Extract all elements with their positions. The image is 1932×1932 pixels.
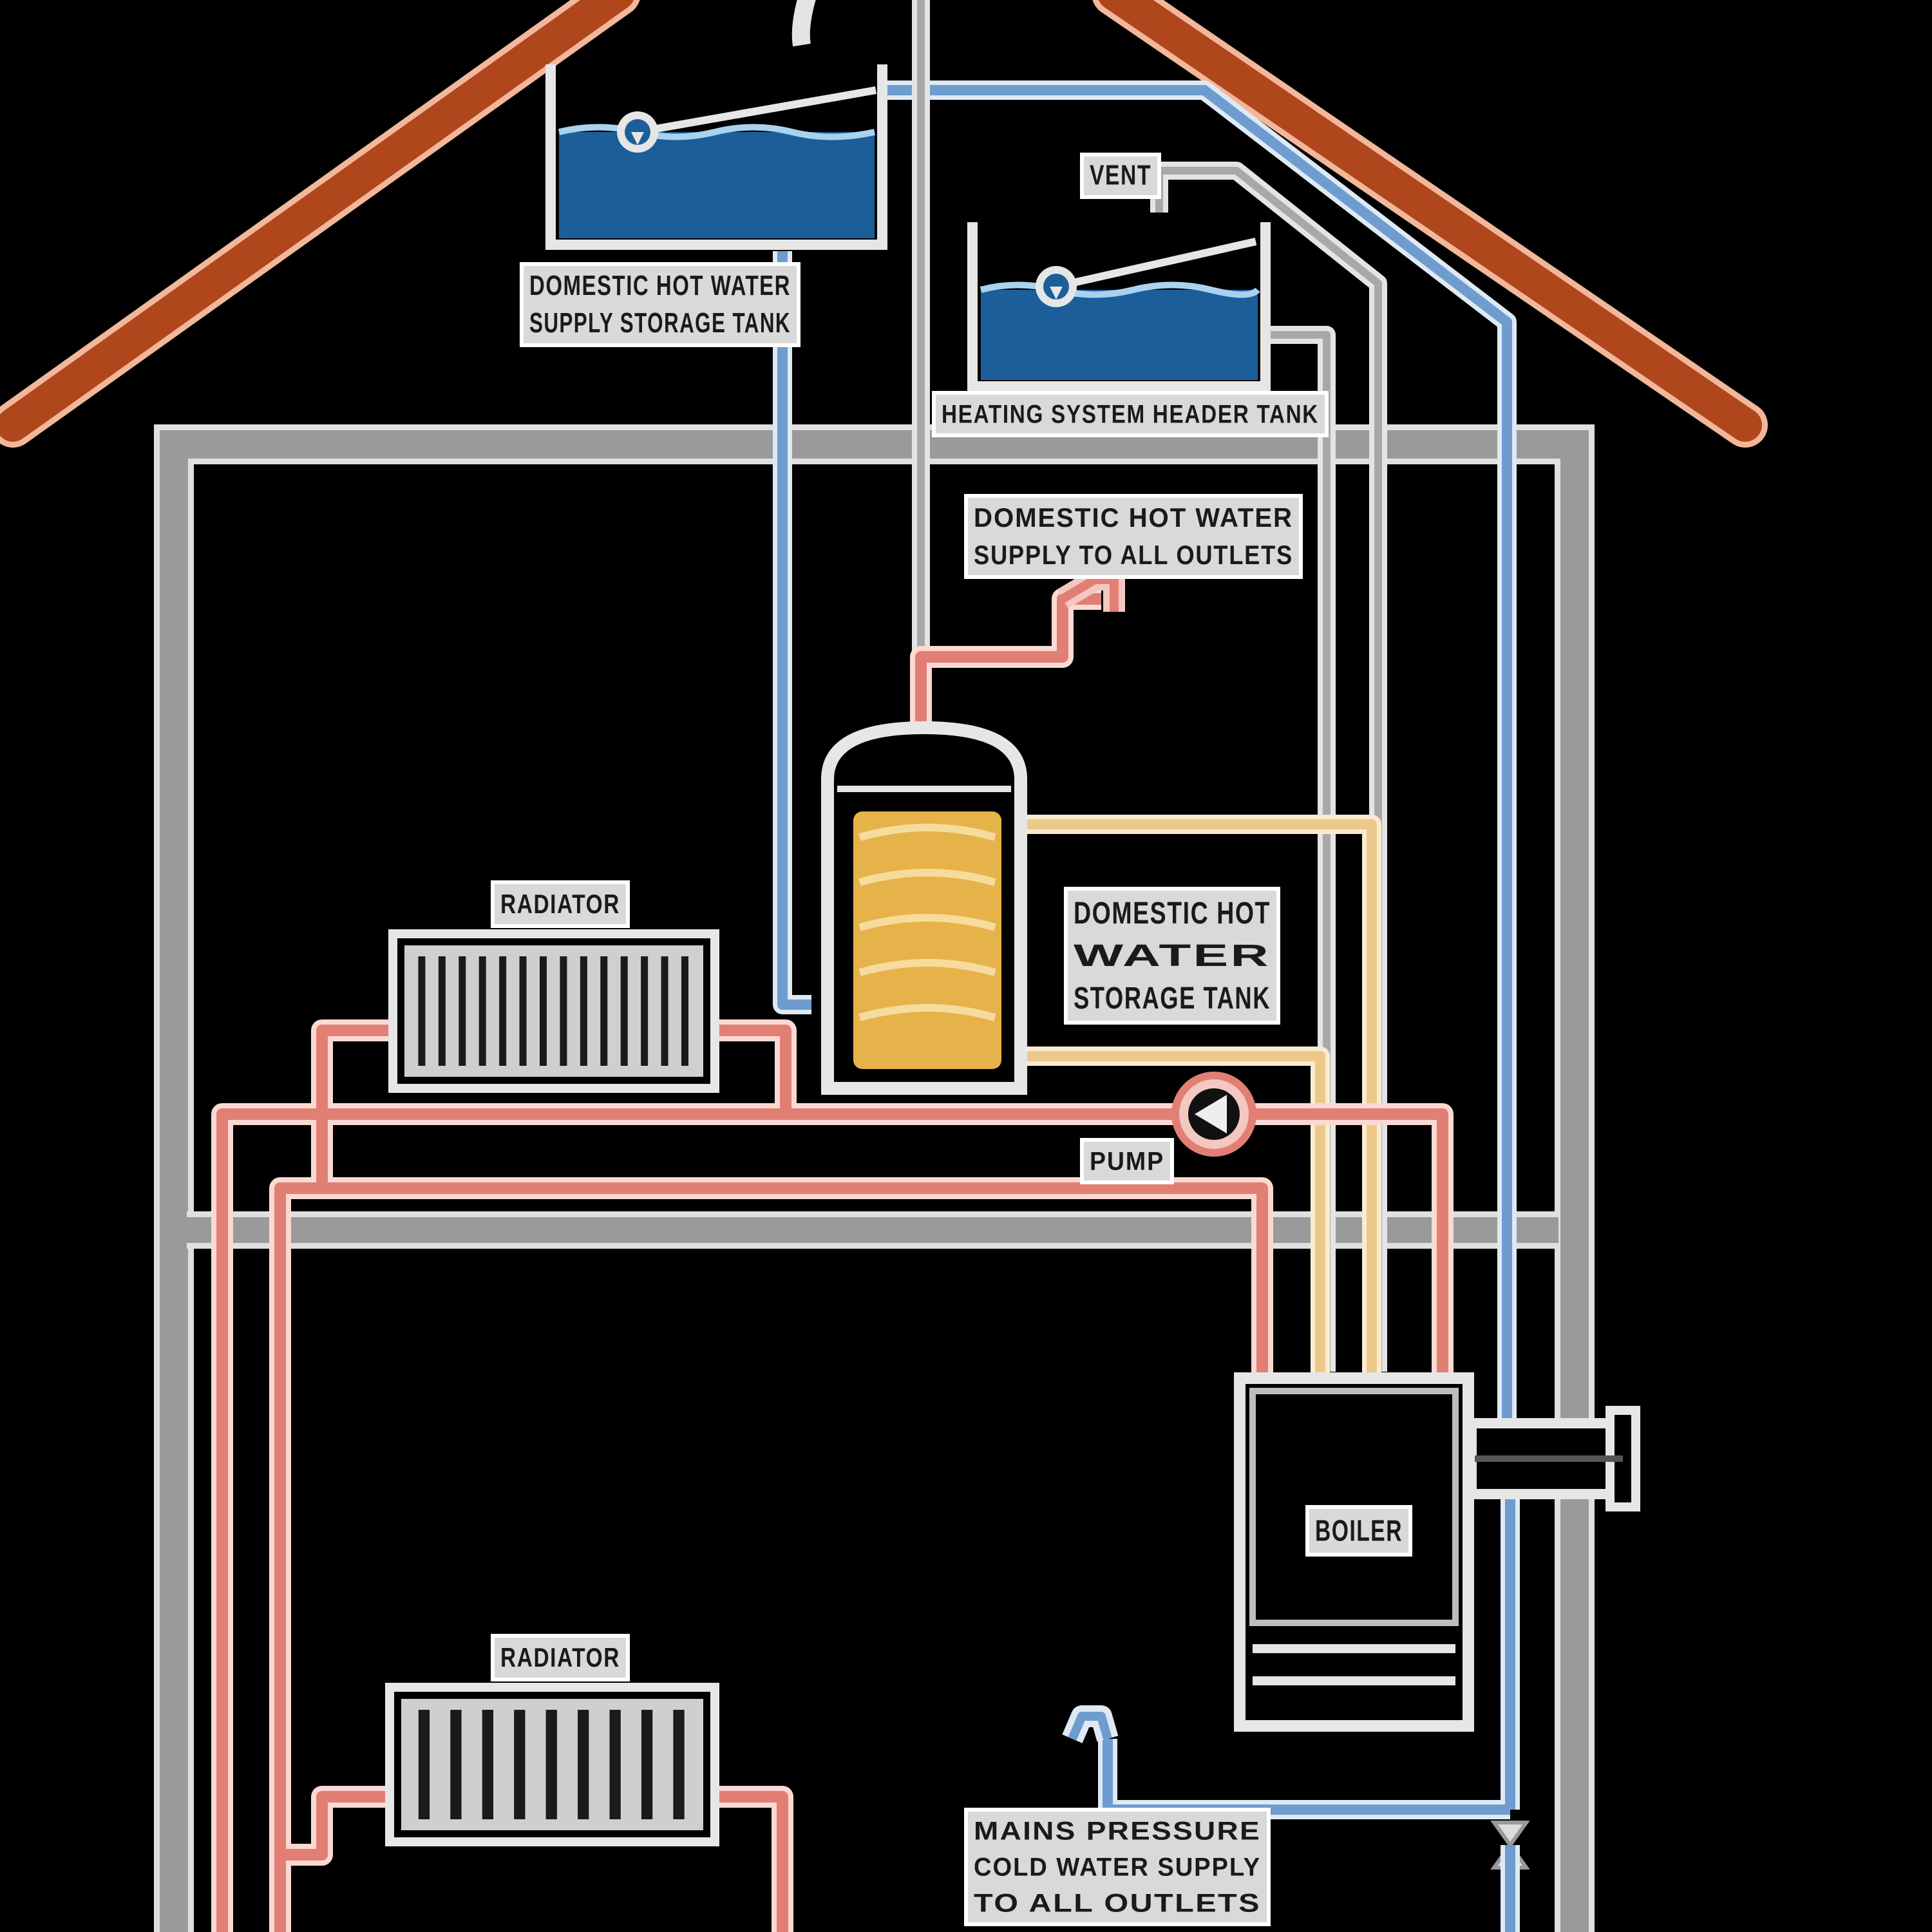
label-line: RADIATOR [500, 889, 620, 919]
label-background [491, 880, 630, 928]
radiator-fin [499, 956, 507, 1066]
tap-icon [1062, 1705, 1119, 1743]
label-pump: PUMP [1080, 1138, 1174, 1184]
roof [0, 0, 1768, 448]
radiator-fin [580, 956, 587, 1066]
label-line: WATER [1074, 939, 1271, 973]
label-radiator-upper: RADIATOR [491, 880, 630, 928]
cold-pipes [773, 80, 1520, 1819]
label-background [1305, 1505, 1412, 1557]
label-line: RADIATOR [500, 1642, 620, 1672]
label-line: PUMP [1090, 1147, 1164, 1175]
radiator-fin [418, 956, 426, 1066]
label-line: SUPPLY TO ALL OUTLETS [974, 540, 1293, 570]
radiator-fin [641, 1710, 653, 1819]
radiator-fin [641, 956, 649, 1066]
hot-water-cylinder [821, 721, 1027, 1095]
radiator-fin [438, 956, 446, 1066]
label-line: DOMESTIC HOT [1074, 896, 1271, 931]
radiator-fin [514, 1710, 526, 1819]
radiator-fin [661, 956, 668, 1066]
label-storage-tank: DOMESTIC HOT WATER STORAGE TANK [1064, 887, 1280, 1025]
label-line: MAINS PRESSURE [974, 1817, 1261, 1845]
boiler-flue [1466, 1406, 1640, 1511]
label-line: HEATING SYSTEM HEADER TANK [942, 400, 1319, 428]
labels: DOMESTIC HOT WATER SUPPLY STORAGE TANK VEN… [491, 153, 1412, 1926]
radiator-fin [578, 1710, 589, 1819]
label-mains: MAINS PRESSURE COLD WATER SUPPLY TO ALL OU… [964, 1808, 1271, 1926]
label-background [1080, 153, 1161, 199]
radiator-fin [600, 956, 608, 1066]
label-line: VENT [1090, 159, 1151, 191]
label-background [520, 262, 800, 347]
label-line: SUPPLY STORAGE TANK [529, 307, 791, 339]
label-hot-supply: DOMESTIC HOT WATER SUPPLY TO ALL OUTLETS [964, 494, 1303, 579]
radiator-fin [681, 956, 688, 1066]
radiator-fin [459, 956, 466, 1066]
radiator-fin [540, 956, 547, 1066]
radiator-fin [609, 1710, 621, 1819]
label-line: TO ALL OUTLETS [974, 1889, 1261, 1917]
label-background [1064, 887, 1280, 1025]
label-radiator-lower: RADIATOR [491, 1634, 630, 1681]
radiator-fin [673, 1710, 685, 1819]
radiator-lower [385, 1683, 719, 1846]
label-line: BOILER [1315, 1513, 1403, 1547]
label-line: DOMESTIC HOT WATER [974, 502, 1293, 533]
radiator-fin [482, 1710, 494, 1819]
heating-header-tank [967, 222, 1271, 392]
pump-icon [1171, 1072, 1256, 1157]
label-background [964, 1808, 1271, 1926]
label-heating-tank: HEATING SYSTEM HEADER TANK [932, 391, 1329, 437]
tap-icon [1057, 569, 1125, 612]
radiator-fin [450, 1710, 462, 1819]
label-line: STORAGE TANK [1074, 981, 1271, 1016]
label-background [491, 1634, 630, 1681]
label-line: DOMESTIC HOT WATER [529, 270, 791, 301]
radiator-fin [519, 956, 527, 1066]
radiator-fin [545, 1710, 557, 1819]
heating-coil [853, 811, 1001, 1069]
label-boiler: BOILER [1305, 1505, 1412, 1557]
primary-pipes [1024, 815, 1381, 1378]
ball-valve-icon [1036, 266, 1077, 307]
hot-water-supply-tank [545, 64, 887, 250]
radiator-upper [388, 929, 719, 1093]
radiator-fin [418, 1710, 430, 1819]
stop-valve-icon [1490, 1821, 1530, 1932]
radiator-fin [620, 956, 628, 1066]
radiator-fin [478, 956, 486, 1066]
label-line: COLD WATER SUPPLY [974, 1853, 1261, 1881]
label-background [1080, 1138, 1174, 1184]
label-hot-tank: DOMESTIC HOT WATER SUPPLY STORAGE TANK [520, 262, 800, 347]
ball-valve-icon [617, 111, 658, 153]
label-vent: VENT [1080, 153, 1161, 199]
label-background [964, 494, 1303, 579]
radiator-fin [560, 956, 567, 1066]
label-background [932, 391, 1329, 437]
